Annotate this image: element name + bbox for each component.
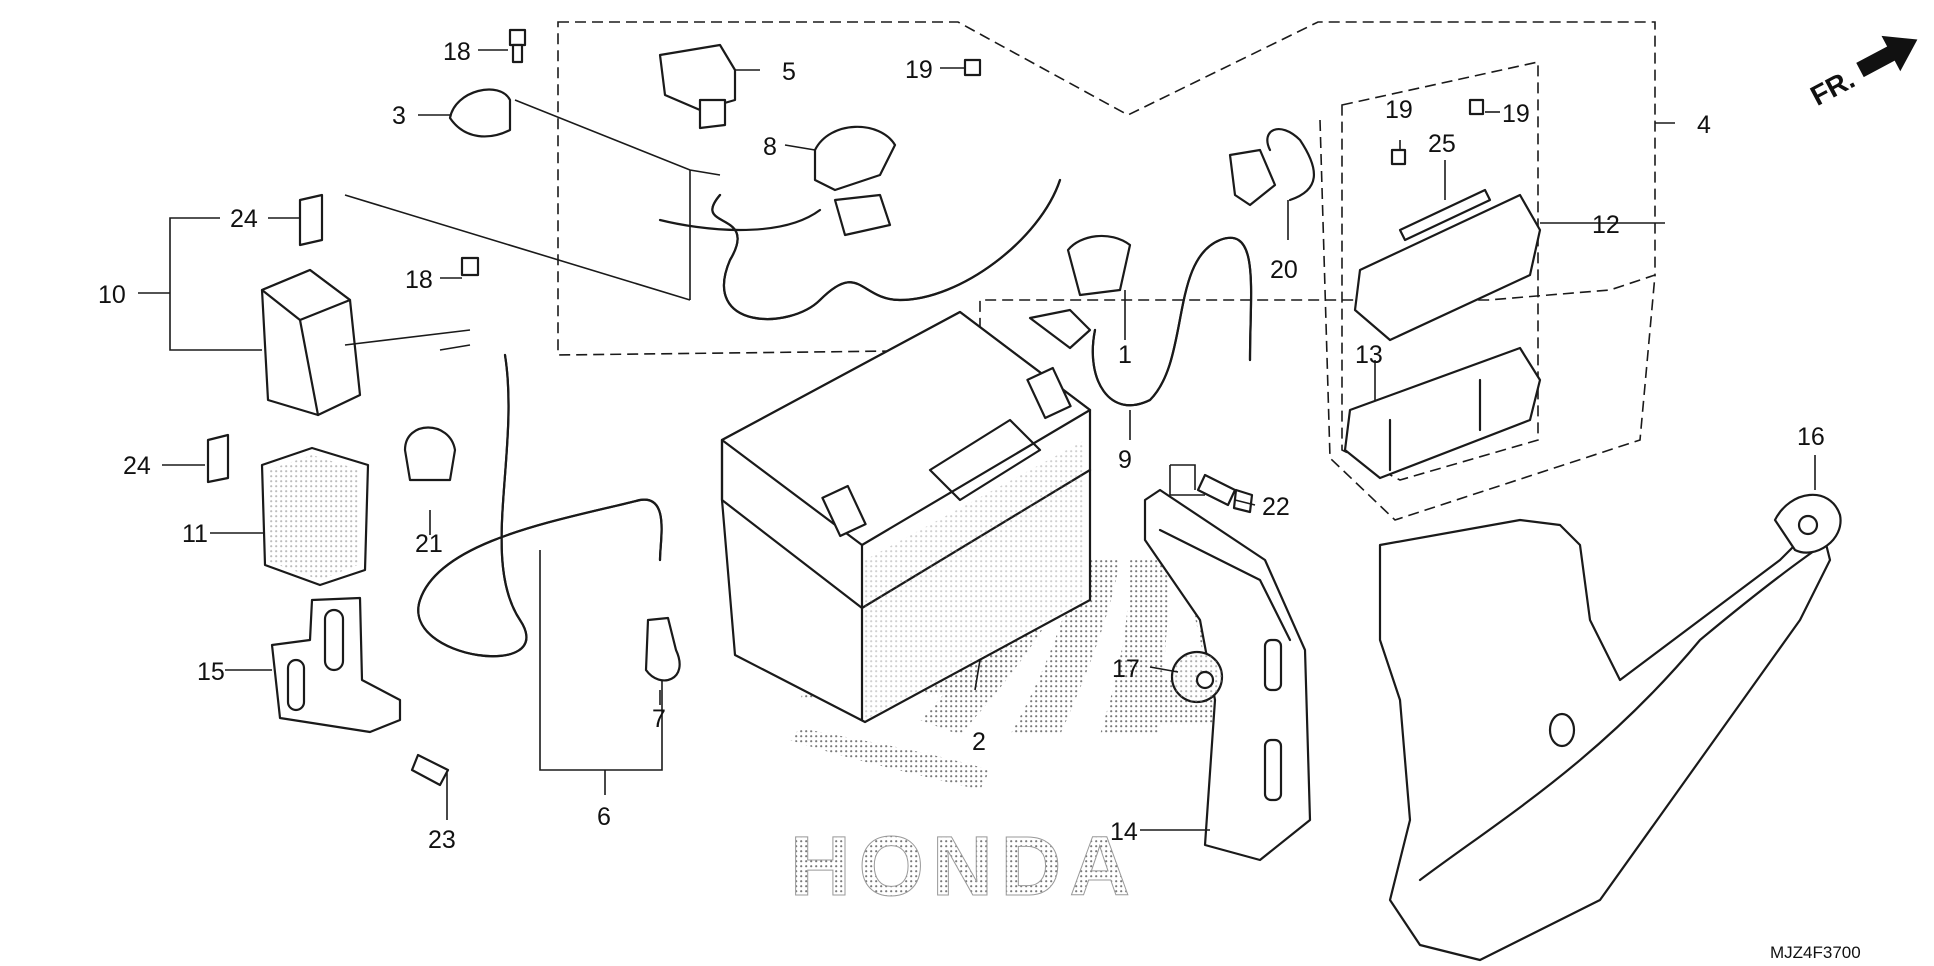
leader-lines	[138, 49, 1816, 831]
callout-14: 14	[1110, 818, 1138, 846]
callout-5: 5	[782, 58, 796, 86]
callout-19c: 19	[1502, 100, 1530, 128]
callout-11: 11	[182, 520, 208, 548]
callout-4: 4	[1697, 111, 1711, 139]
callout-21: 21	[415, 530, 443, 558]
callout-17: 17	[1112, 655, 1140, 683]
callout-25: 25	[1428, 130, 1456, 158]
harness-sub-wire	[658, 208, 822, 232]
callout-18b: 18	[405, 266, 433, 294]
battery	[720, 310, 1092, 724]
callout-9: 9	[1118, 446, 1132, 474]
callout-6: 6	[597, 803, 611, 831]
group-outline-terminal-cover	[1319, 119, 1656, 521]
callout-8: 8	[763, 133, 777, 161]
callout-20: 20	[1270, 256, 1298, 284]
callout-13: 13	[1355, 341, 1383, 369]
callout-15: 15	[197, 658, 225, 686]
callout-16: 16	[1797, 423, 1825, 451]
sub-wire-20	[1266, 128, 1315, 202]
callout-18a: 18	[443, 38, 471, 66]
callout-1: 1	[1118, 341, 1132, 369]
callout-23: 23	[428, 826, 456, 854]
callout-19b: 19	[1385, 96, 1413, 124]
callout-10: 10	[98, 281, 126, 309]
parts-group	[206, 28, 1842, 962]
callout-19a: 19	[905, 56, 933, 84]
callout-22: 22	[1262, 493, 1290, 521]
callout-12: 12	[1592, 211, 1620, 239]
front-arrow-icon	[1856, 35, 1918, 78]
callout-7: 7	[652, 705, 666, 733]
honda-watermark-text: HONDA	[790, 819, 1138, 913]
callout-2: 2	[972, 728, 986, 756]
callout-24b: 24	[123, 452, 151, 480]
group-outline-terminal-cover-inner	[1341, 61, 1539, 481]
diagram-code: MJZ4F3700	[1770, 943, 1861, 962]
direction-label: FR.	[1805, 63, 1859, 112]
callout-3: 3	[392, 102, 406, 130]
callout-labels: 1 2 3 4 5 6 7 8 9 10 11 12 13 14 15 16 1…	[98, 38, 1825, 854]
front-direction-indicator: FR.	[1805, 35, 1918, 112]
callout-24a: 24	[230, 205, 258, 233]
